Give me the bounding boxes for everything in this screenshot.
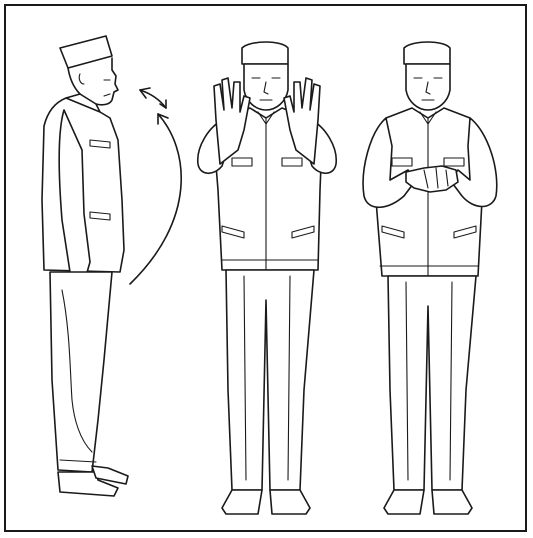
trousers bbox=[226, 270, 314, 490]
head bbox=[244, 64, 288, 110]
foot bbox=[270, 490, 310, 514]
cap-icon bbox=[242, 42, 288, 64]
head bbox=[406, 64, 450, 110]
cap-icon bbox=[404, 42, 450, 64]
trousers bbox=[388, 276, 476, 490]
trousers bbox=[50, 272, 112, 472]
figure-hands-raised bbox=[198, 42, 336, 514]
foot bbox=[222, 490, 262, 514]
figure-hands-folded bbox=[363, 42, 497, 514]
cap-icon bbox=[60, 36, 112, 68]
figure-side-profile bbox=[42, 36, 181, 496]
foot bbox=[432, 490, 472, 514]
foot bbox=[384, 490, 424, 514]
head-turn-arrow-icon bbox=[130, 88, 181, 284]
hand-folded bbox=[406, 166, 458, 192]
